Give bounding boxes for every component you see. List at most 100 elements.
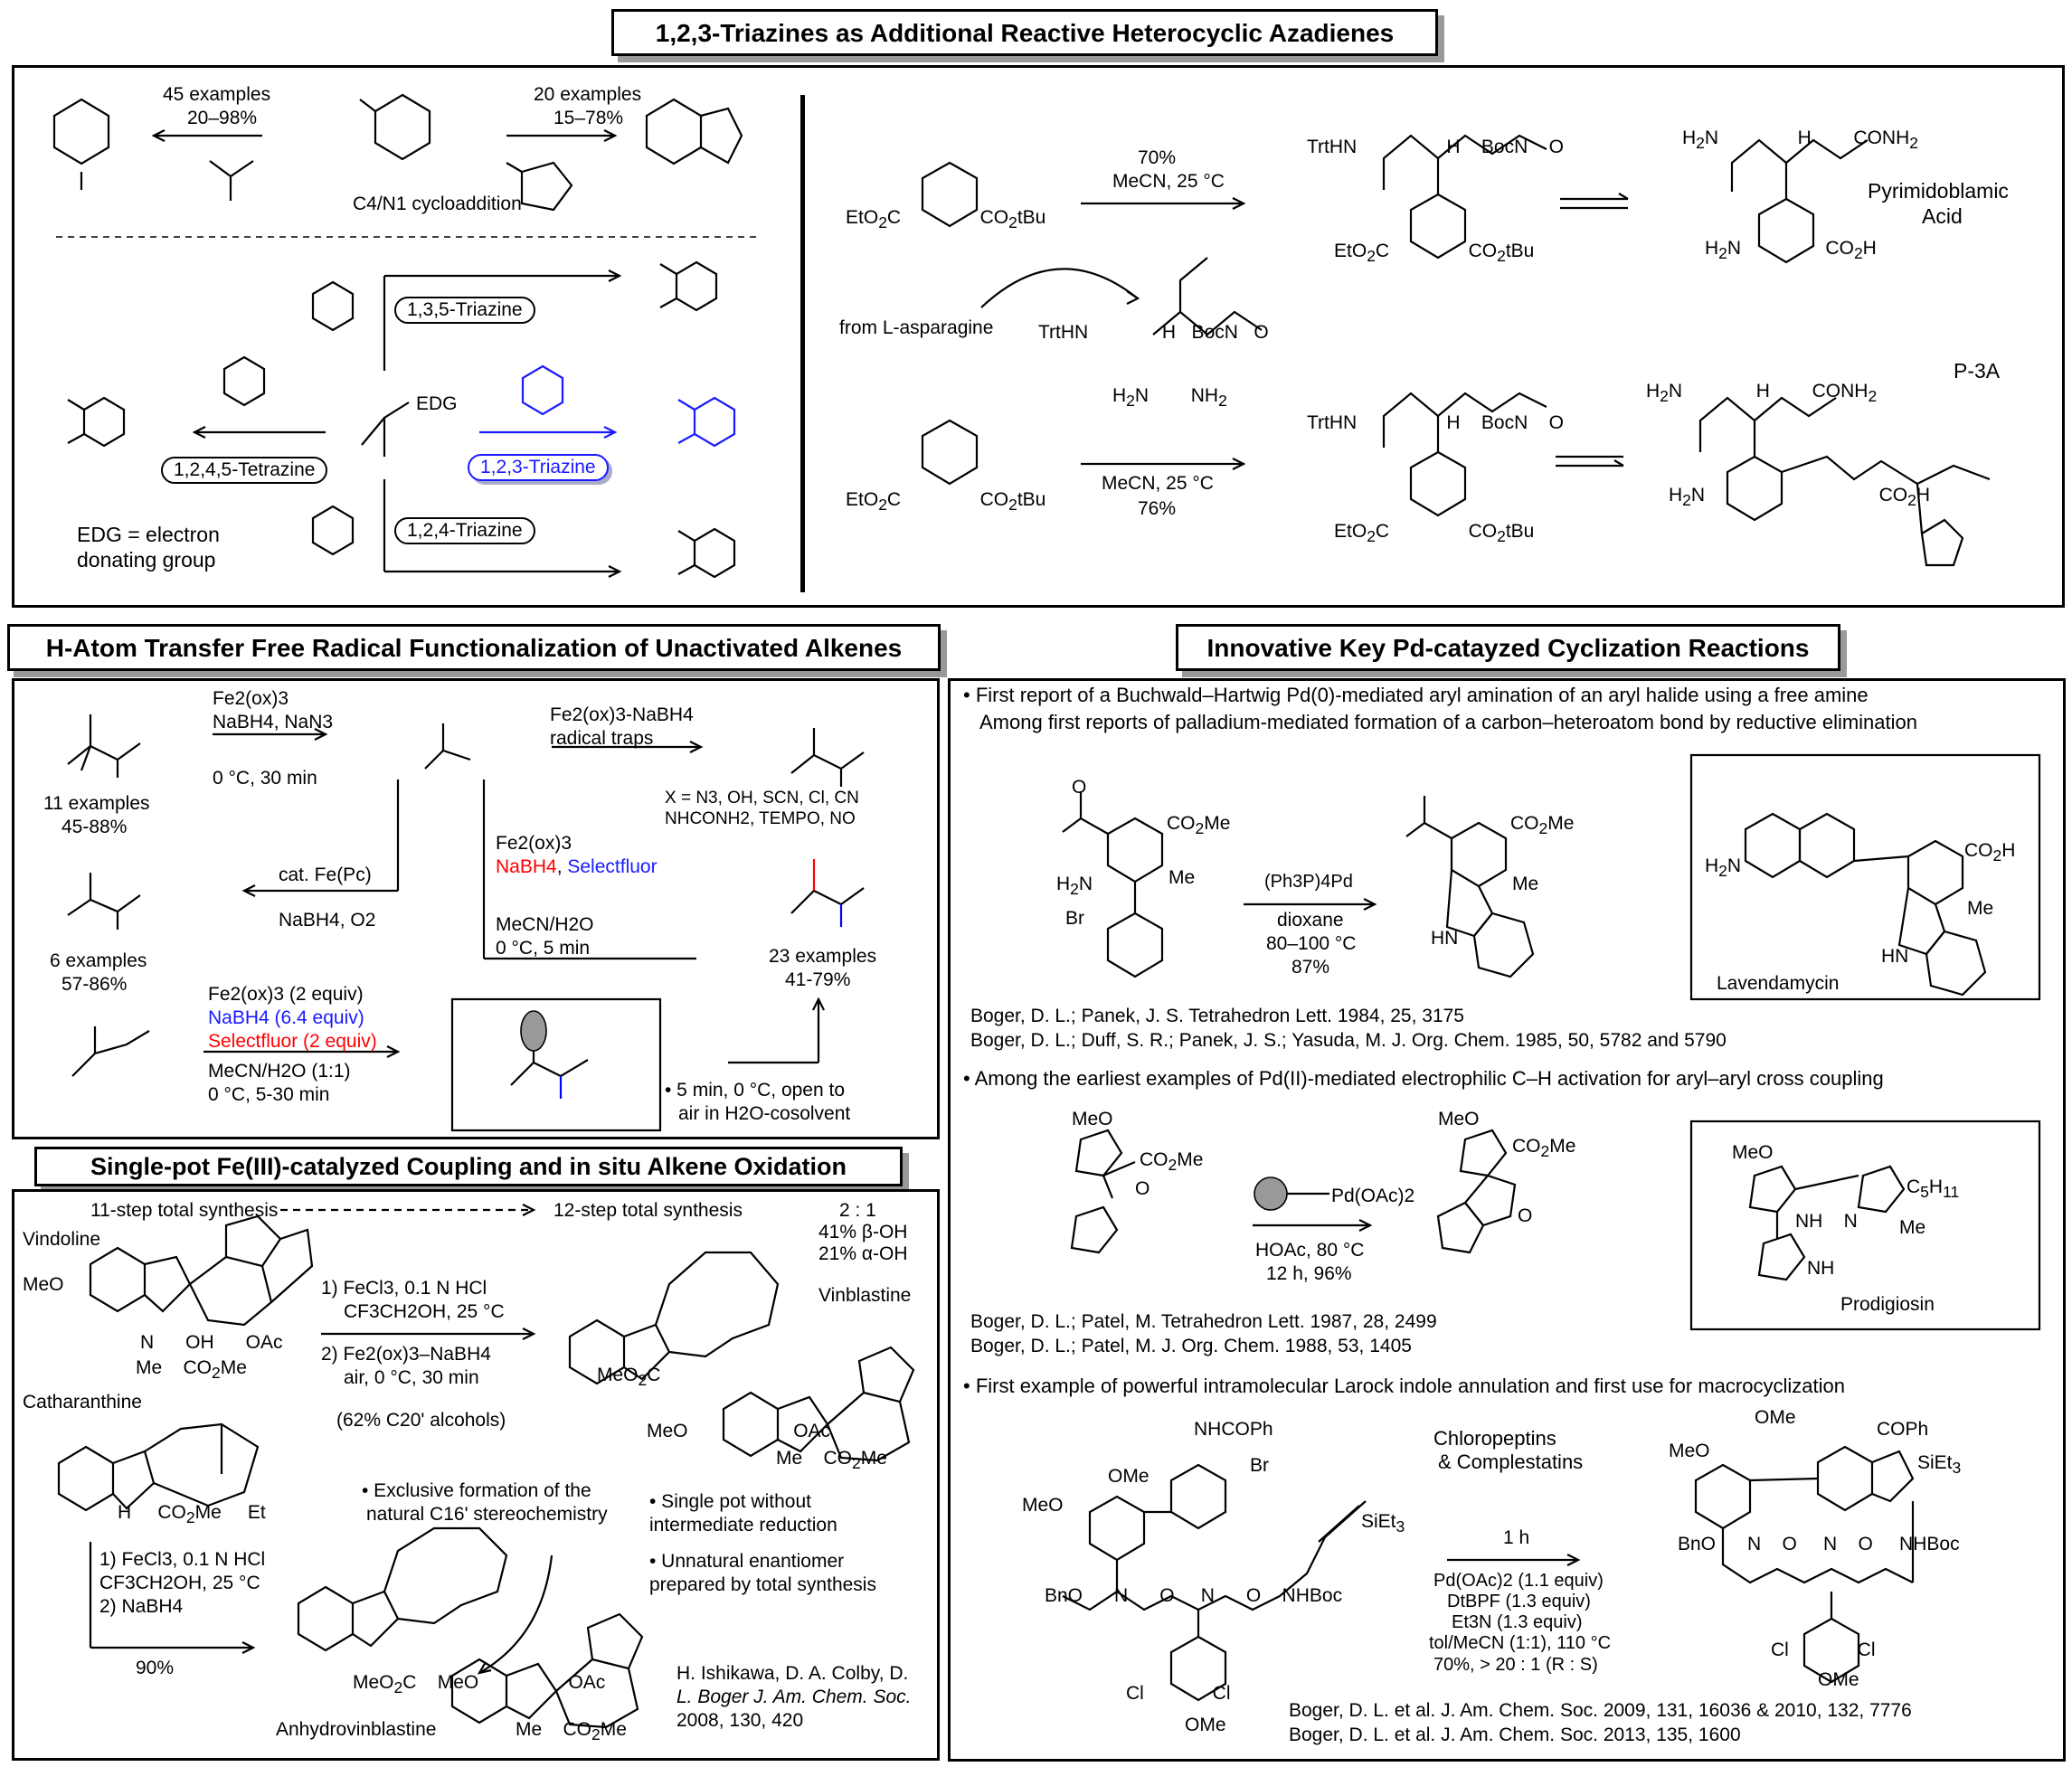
scheme-vinblastine (57, 1204, 915, 1729)
right-examples: 20 examples (534, 84, 642, 105)
pd-lar-bno: BnO N O N O NHBoc (1045, 1585, 1343, 1606)
fe-s12: 12-step total synthesis (553, 1200, 743, 1221)
fe-vinblastine: Vinblastine (818, 1285, 912, 1306)
pill-124-triazine: 1,2,4-Triazine (394, 517, 535, 544)
cond1-solvent: MeCN, 25 °C (1112, 171, 1225, 192)
pd-ref4: Boger, D. L.; Patel, M. J. Org. Chem. 19… (970, 1336, 1412, 1356)
hat-c4a: Fe2(ox)3 (496, 833, 572, 854)
fe-vindoline-me: Me CO2Me (136, 1357, 247, 1383)
pd-prodigiosin: Prodigiosin (1840, 1294, 1935, 1315)
pd-struct1-top: O (1072, 777, 1087, 798)
hat-c5c: Selectfluor (2 equiv) (208, 1031, 377, 1052)
cycloaddition-label: C4/N1 cycloaddition (353, 194, 522, 214)
right-yield: 15–78% (553, 108, 624, 128)
intermediate-2: TrtHN H BocN O (1307, 412, 1564, 433)
pd-chloro2: & Complestatins (1438, 1450, 1584, 1473)
pd-ref5: Boger, D. L. et al. J. Am. Chem. Soc. 20… (1289, 1700, 1912, 1721)
pyrimidoblamic-label-2: Acid (1922, 204, 1963, 228)
edg-definition-2: donating group (77, 548, 216, 572)
pd-k4: 87% (1291, 957, 1330, 978)
hat-c5b: NaBH4 (6.4 equiv) (208, 1007, 364, 1028)
pill-135-triazine: 1,3,5-Triazine (394, 297, 535, 324)
pd-mac-ome: OMe (1755, 1407, 1796, 1428)
pd-k8: 1 h (1503, 1527, 1530, 1548)
title-triazines: 1,2,3-Triazines as Additional Reactive H… (611, 9, 1438, 56)
fe-ratio: 2 : 1 (839, 1200, 876, 1221)
pd-prod1-ester: CO2Me (1510, 813, 1575, 838)
pd-lar-sietz: SiEt3 (1361, 1511, 1405, 1536)
pd-prod-nh2: NH (1807, 1258, 1835, 1279)
fe-ref2: L. Boger J. Am. Chem. Soc. (676, 1687, 912, 1707)
left-yield: 20–98% (187, 108, 258, 128)
intermediate-1: TrtHN H BocN O (1307, 137, 1564, 157)
pd-ref1: Boger, D. L.; Panek, J. S. Tetrahedron L… (970, 1006, 1464, 1026)
fe-m1: 1) FeCl3, 0.1 N HCl (99, 1549, 266, 1570)
pd-prod-meo: MeO (1732, 1142, 1774, 1163)
asparagine-label: from L-asparagine (839, 317, 994, 338)
title-hat: H-Atom Transfer Free Radical Functionali… (7, 624, 941, 671)
pd-chloro1: Chloropeptins (1433, 1427, 1556, 1450)
hat-c1b: NaBH4, NaN3 (213, 712, 334, 732)
hat-c4d: 0 °C, 5 min (496, 938, 591, 959)
hat-c3b: radical traps (550, 728, 654, 749)
pd-lar-nhcoph: NHCOPh (1194, 1419, 1273, 1440)
pd-mac-cl: Cl Cl (1771, 1639, 1876, 1660)
pd-prod-nh: NH N (1795, 1211, 1858, 1232)
fe-k5: (62% C20' alcohols) (336, 1410, 506, 1431)
pd-lav-amine: H2N (1705, 855, 1742, 881)
pd-bul1b: Among first reports of palladium-mediate… (979, 711, 1917, 733)
pd-pyr-meo: MeO (1072, 1109, 1113, 1129)
hat-r1b: 45-88% (61, 817, 128, 837)
fe-k3: 2) Fe2(ox)3–NaBH4 (321, 1344, 491, 1365)
fe-catharanthine-sub: H CO2Me Et (118, 1502, 266, 1527)
cond2-yield: 76% (1138, 498, 1177, 519)
pd-prod2-ester: CO2Me (1512, 1136, 1576, 1161)
fe-anhydro-sub1: MeO2C MeO OAc (353, 1672, 606, 1697)
fe-m2: CF3CH2OH, 25 °C (99, 1573, 260, 1593)
fe-k2: CF3CH2OH, 25 °C (344, 1301, 505, 1322)
pd-lar-ome2: OMe (1185, 1715, 1226, 1735)
pd-bul3: • First example of powerful intramolecul… (963, 1375, 1845, 1397)
pd-k11: Et3N (1.3 equiv) (1452, 1612, 1583, 1632)
hat-c4b: NaBH4, Selectfluor (496, 856, 658, 877)
pd-lav-me: Me (1967, 898, 1994, 919)
pd-struct1-amine: H2N (1056, 874, 1093, 899)
pd-k7: 12 h, 96% (1266, 1263, 1352, 1284)
title-pd: Innovative Key Pd-catayzed Cyclization R… (1176, 624, 1840, 671)
hat-c4c: MeCN/H2O (496, 914, 594, 935)
panel-triazines (12, 65, 2065, 608)
pd-ref3: Boger, D. L.; Patel, M. Tetrahedron Lett… (970, 1311, 1437, 1332)
pd-k9: Pd(OAc)2 (1.1 equiv) (1433, 1571, 1604, 1591)
pd-bul2: • Among the earliest examples of Pd(II)-… (963, 1067, 1884, 1090)
pd-k5: Pd(OAc)2 (1331, 1186, 1415, 1206)
scheme-triazines-left (52, 93, 760, 579)
amidine-amines: H2N NH2 (1112, 385, 1227, 411)
ester-triazine-1: EtO2C CO2tBu (846, 207, 1046, 232)
hat-c2b: NaBH4, O2 (279, 910, 376, 931)
fe-vinblastine-sub2: MeO OAc (647, 1421, 831, 1441)
pd-prod-me: Me (1899, 1217, 1926, 1238)
pd-lavendamycin: Lavendamycin (1717, 973, 1840, 994)
fe-anhydro: Anhydrovinblastine (276, 1719, 437, 1740)
fe-m4: 90% (136, 1658, 175, 1678)
title-fe: Single-pot Fe(III)-catalyzed Coupling an… (34, 1147, 903, 1186)
edg-definition-1: EDG = electron (77, 523, 220, 546)
fe-ref3: 2008, 130, 420 (676, 1710, 804, 1731)
pd-struct1-ester: CO2Me (1167, 813, 1231, 838)
fe-ref1: H. Ishikawa, D. A. Colby, D. (676, 1663, 909, 1684)
fe-anhydro-sub2: Me CO2Me (516, 1719, 627, 1744)
hat-x2: NHCONH2, TEMPO, NO (665, 809, 856, 828)
cond2-solvent: MeCN, 25 °C (1102, 473, 1214, 494)
pyrimidoblamic-label-1: Pyrimidoblamic (1868, 179, 2009, 203)
intermediate-2-esters: EtO2C CO2tBu (1334, 521, 1535, 546)
pd-lar-br: Br (1250, 1455, 1269, 1476)
fe-e1: • Exclusive formation of the (362, 1480, 591, 1501)
pyrimidoblamic-bottom: H2N CO2H (1705, 238, 1877, 263)
fe-vinblastine-sub3: Me CO2Me (776, 1448, 887, 1473)
pd-ref2: Boger, D. L.; Duff, S. R.; Panek, J. S.;… (970, 1030, 1727, 1051)
cond1-yield: 70% (1138, 147, 1177, 168)
fe-vindoline: Vindoline (23, 1229, 101, 1250)
pd-mac-ome2: OMe (1818, 1669, 1859, 1690)
fe-b1: • Single pot without (649, 1491, 811, 1512)
